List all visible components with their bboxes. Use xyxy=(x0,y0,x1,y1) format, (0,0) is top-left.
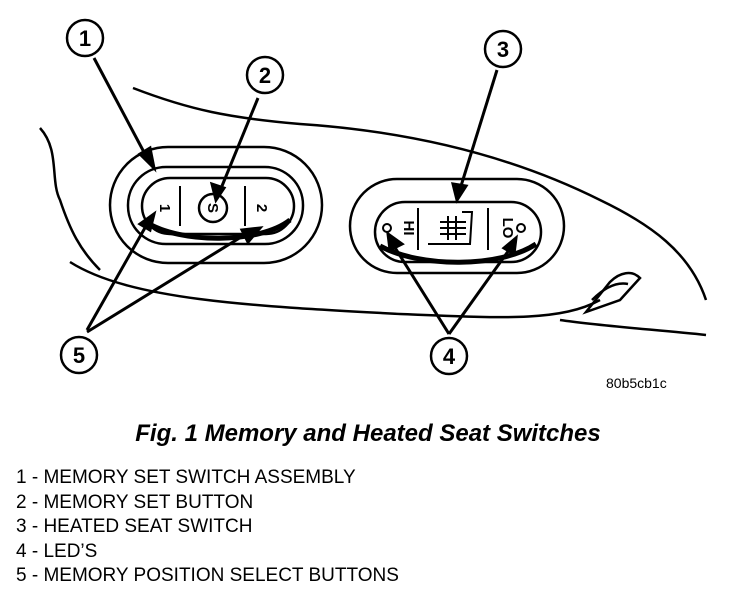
callout-1: 1 xyxy=(65,18,105,58)
legend: 1 - MEMORY SET SWITCH ASSEMBLY 2 - MEMOR… xyxy=(16,466,399,589)
callout-4: 4 xyxy=(429,336,469,376)
legend-item: 2 - MEMORY SET BUTTON xyxy=(16,491,254,513)
legend-item: 4 - LED’S xyxy=(16,540,98,562)
callout-5-number: 5 xyxy=(73,343,85,368)
legend-item: 3 - HEATED SEAT SWITCH xyxy=(16,516,253,537)
heated-seat-icon xyxy=(428,211,474,245)
heat-low-label: LO xyxy=(499,218,516,239)
heat-high-label: HI xyxy=(400,221,417,236)
figure-caption: Fig. 1 Memory and Heated Seat Switches xyxy=(135,420,601,447)
leader-arrows xyxy=(85,57,518,335)
led-low xyxy=(516,223,526,233)
callout-3: 3 xyxy=(483,29,523,69)
memory-set-switch-assembly: 1 S 2 xyxy=(108,145,324,265)
figure-code: 80b5cb1c xyxy=(606,375,667,391)
memory-button-1-label: 1 xyxy=(156,204,173,212)
callout-1-number: 1 xyxy=(79,26,91,51)
heated-seat-switch: HI LO xyxy=(348,177,566,275)
callout-2-number: 2 xyxy=(259,63,271,88)
legend-item: 5 - MEMORY POSITION SELECT BUTTONS xyxy=(16,565,399,586)
callout-4-number: 4 xyxy=(443,344,456,369)
callout-2: 2 xyxy=(245,55,285,95)
led-high xyxy=(382,223,392,233)
memory-set-button-label: S xyxy=(204,203,221,213)
door-trim-panel xyxy=(39,86,708,337)
memory-button-2-label: 2 xyxy=(253,204,270,212)
seat-switch-diagram: 1 S 2 HI LO xyxy=(39,18,708,376)
callout-5: 5 xyxy=(59,335,99,375)
legend-item: 1 - MEMORY SET SWITCH ASSEMBLY xyxy=(16,467,356,488)
callout-3-number: 3 xyxy=(497,37,509,62)
